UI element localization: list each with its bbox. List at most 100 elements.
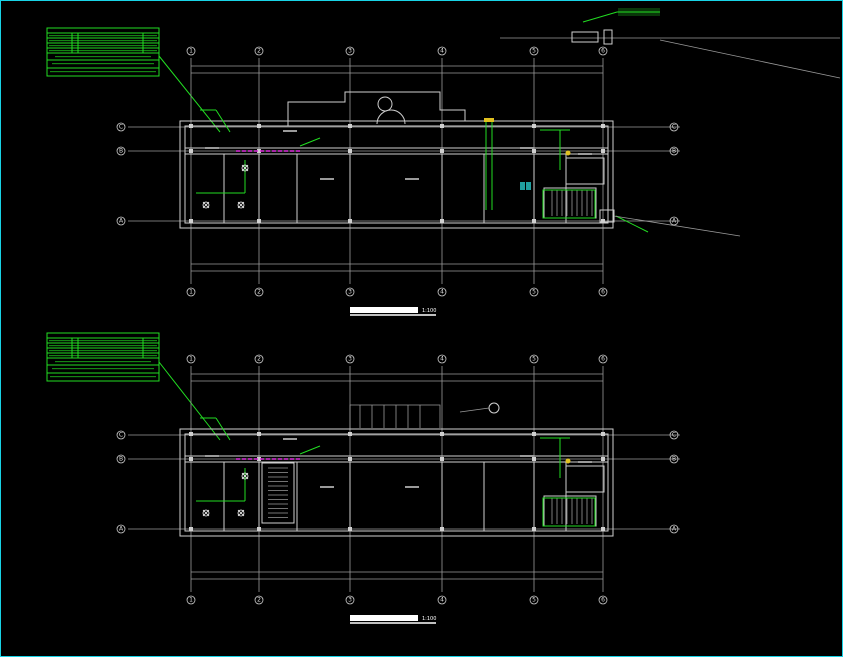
fan-icon [202, 509, 210, 517]
axis-label-bottom: 3 [348, 289, 352, 296]
structural-column [532, 432, 536, 436]
axis-label-right: A [672, 526, 677, 533]
axis-label-bottom: 6 [601, 289, 605, 296]
axis-label-right: A [672, 218, 677, 225]
room-label [520, 455, 534, 457]
axis-label-top: 6 [601, 356, 605, 363]
axis-label-bottom: 2 [257, 289, 261, 296]
axis-bubble-left [116, 454, 126, 464]
axis-label-left: B [119, 148, 123, 155]
axis-label-right: C [672, 124, 676, 131]
axis-label-bottom: 6 [601, 597, 605, 604]
stair-pressurization-zone [542, 189, 596, 219]
room-label [283, 130, 297, 132]
room-label [320, 178, 334, 180]
structural-column [189, 124, 193, 128]
axis-bubble-bottom [437, 595, 447, 605]
legend-table-2 [46, 332, 221, 441]
axis-bubble-top [345, 354, 355, 364]
fan-icon-x [237, 509, 245, 517]
structural-column [601, 457, 605, 461]
structural-column [257, 124, 261, 128]
axis-bubble-bottom [254, 595, 264, 605]
axis-label-bottom: 4 [440, 597, 444, 604]
equipment [526, 182, 531, 190]
axis-label-right: B [672, 148, 676, 155]
leader-line [299, 137, 321, 147]
fan-icon [241, 164, 249, 172]
axis-label-top: 5 [532, 48, 536, 55]
exterior-wall [179, 120, 614, 229]
axis-bubble-right [669, 524, 679, 534]
room-label [205, 455, 219, 457]
riser-cap [484, 118, 494, 122]
axis-label-left: C [119, 432, 123, 439]
detector-icon [565, 458, 571, 464]
room-label [205, 147, 219, 149]
fan-icon [237, 509, 245, 517]
fan-icon [241, 472, 249, 480]
axis-bubble-left [116, 430, 126, 440]
structural-column [440, 527, 444, 531]
structural-column [348, 432, 352, 436]
axis-bubble-right [669, 430, 679, 440]
detector-icon [565, 150, 571, 156]
axis-bubble-bottom [254, 287, 264, 297]
room-label [578, 461, 592, 463]
axis-bubble-right [669, 122, 679, 132]
room-label [283, 438, 297, 440]
axis-label-bottom: 4 [440, 289, 444, 296]
roof-outline [349, 404, 441, 428]
axis-bubble-right [669, 454, 679, 464]
fan-icon-x [202, 201, 210, 209]
axis-bubble-right [669, 216, 679, 226]
structural-column [348, 527, 352, 531]
axis-label-right: C [672, 432, 676, 439]
axis-bubble-left [116, 524, 126, 534]
fixture [488, 402, 500, 414]
section-line [613, 215, 741, 237]
fan-icon-x [241, 472, 249, 480]
structural-column [189, 457, 193, 461]
axis-label-right: B [672, 456, 676, 463]
axis-label-top: 1 [189, 48, 193, 55]
leader-line [215, 109, 231, 133]
structural-column [601, 527, 605, 531]
structural-column [348, 124, 352, 128]
axis-bubble-right [669, 146, 679, 156]
axis-bubble-bottom [598, 595, 608, 605]
structural-column [532, 219, 536, 223]
plan-title-bar [350, 615, 418, 621]
fixture [377, 96, 393, 112]
structural-column [348, 219, 352, 223]
axis-bubble-bottom [437, 287, 447, 297]
structural-column [440, 457, 444, 461]
structural-column [257, 149, 261, 153]
structural-column [440, 432, 444, 436]
axis-bubble-top [186, 354, 196, 364]
structural-column [257, 219, 261, 223]
structural-column [189, 219, 193, 223]
axis-bubble-top [598, 46, 608, 56]
leader-line [615, 215, 649, 233]
leader-line [215, 417, 231, 441]
room-label [578, 153, 592, 155]
axis-label-top: 4 [440, 48, 444, 55]
structural-column [348, 457, 352, 461]
structural-column [532, 457, 536, 461]
axis-bubble-top [254, 46, 264, 56]
stair-left [261, 462, 295, 524]
leader-line [299, 445, 321, 455]
structural-column [189, 149, 193, 153]
axis-label-left: B [119, 456, 123, 463]
fan-icon [202, 201, 210, 209]
axis-bubble-bottom [529, 595, 539, 605]
axis-bubble-left [116, 122, 126, 132]
axis-bubble-bottom [598, 287, 608, 297]
structural-column [601, 124, 605, 128]
axis-bubble-bottom [345, 595, 355, 605]
section-detail-top-right [500, 8, 841, 79]
